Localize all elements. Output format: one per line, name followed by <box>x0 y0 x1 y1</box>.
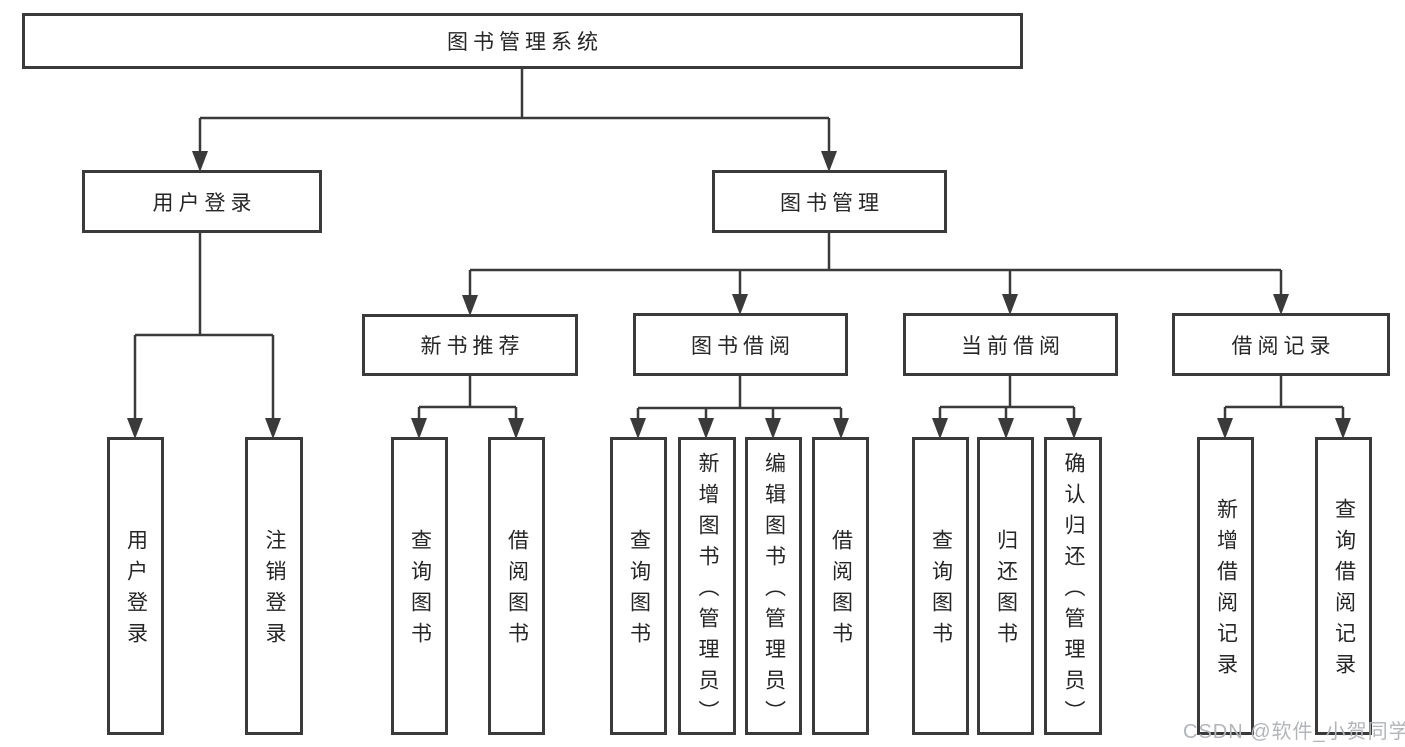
node-label-current-borrowing: 当前借阅 <box>961 334 1065 358</box>
branch-line-borrowing-records <box>1223 376 1345 423</box>
arrow-down-icon <box>765 418 781 439</box>
node-user-login: 用户登录 <box>82 170 322 233</box>
arrow-down-icon <box>462 295 478 316</box>
arrow-down-icon <box>821 151 837 172</box>
node-leaf-query-borrow-record: 查询借阅记录 <box>1315 437 1372 735</box>
arrow-down-icon <box>1066 418 1082 439</box>
node-label-book-borrowing: 图书借阅 <box>691 334 795 358</box>
node-borrowing-records: 借阅记录 <box>1172 313 1390 376</box>
node-leaf-edit-books: 编辑图书（管理员） <box>745 437 802 735</box>
node-leaf-borrow-books-2: 借阅图书 <box>812 437 869 735</box>
arrow-down-icon <box>630 418 646 439</box>
branch-line-root <box>198 69 831 156</box>
node-leaf-return-books: 归还图书 <box>977 437 1034 735</box>
node-label-leaf-edit-books: 编辑图书（管理员） <box>762 451 786 731</box>
node-label-leaf-query-books-1: 查询图书 <box>408 529 432 653</box>
node-label-leaf-query-books-3: 查询图书 <box>929 529 953 653</box>
arrow-down-icon <box>192 151 208 172</box>
node-label-leaf-borrow-books-1: 借阅图书 <box>505 529 529 653</box>
node-leaf-add-borrow-record: 新增借阅记录 <box>1197 437 1254 735</box>
node-leaf-confirm-return: 确认归还（管理员） <box>1044 437 1102 735</box>
node-book-management: 图书管理 <box>712 170 947 233</box>
arrow-down-icon <box>508 418 524 439</box>
node-leaf-logout: 注销登录 <box>245 437 303 735</box>
node-label-leaf-borrow-books-2: 借阅图书 <box>829 529 853 653</box>
node-label-leaf-add-borrow-record: 新增借阅记录 <box>1214 498 1238 684</box>
branch-line-new-book-recommend <box>417 376 518 423</box>
node-current-borrowing: 当前借阅 <box>903 313 1118 376</box>
watermark: CSDN @软件_小贺同学 <box>1183 721 1405 743</box>
node-label-leaf-logout: 注销登录 <box>263 529 286 653</box>
node-label-new-book-recommend: 新书推荐 <box>420 335 525 358</box>
node-leaf-query-books-2: 查询图书 <box>610 437 667 735</box>
node-label-leaf-query-borrow-record: 查询借阅记录 <box>1332 498 1356 684</box>
node-label-leaf-query-books-2: 查询图书 <box>627 529 651 653</box>
arrow-down-icon <box>698 418 714 439</box>
branch-line-user-login <box>133 233 275 423</box>
node-label-leaf-user-login: 用户登录 <box>124 529 148 653</box>
branch-line-book-management <box>468 233 1283 300</box>
node-label-root: 图书管理系统 <box>447 31 603 54</box>
node-root: 图书管理系统 <box>22 13 1023 69</box>
node-label-user-login: 用户登录 <box>152 191 257 215</box>
arrow-down-icon <box>1273 294 1289 315</box>
arrow-down-icon <box>411 418 427 439</box>
node-leaf-user-login: 用户登录 <box>107 437 164 735</box>
arrow-down-icon <box>1002 294 1018 315</box>
node-label-borrowing-records: 借阅记录 <box>1231 334 1336 358</box>
arrow-down-icon <box>932 418 948 439</box>
arrow-down-icon <box>1335 418 1351 439</box>
node-label-leaf-add-books: 新增图书（管理员） <box>696 451 719 731</box>
arrow-down-icon <box>265 418 281 439</box>
arrow-down-icon <box>732 294 748 315</box>
node-label-book-management: 图书管理 <box>780 191 884 215</box>
node-leaf-query-books-1: 查询图书 <box>391 437 448 735</box>
arrow-down-icon <box>1217 418 1233 439</box>
node-book-borrowing: 图书借阅 <box>633 313 848 376</box>
node-leaf-query-books-3: 查询图书 <box>912 437 969 735</box>
branch-line-current-borrowing <box>938 376 1076 423</box>
arrow-down-icon <box>998 418 1014 439</box>
node-new-book-recommend: 新书推荐 <box>362 314 578 376</box>
node-label-leaf-confirm-return: 确认归还（管理员） <box>1062 451 1085 731</box>
arrow-down-icon <box>833 418 849 439</box>
node-label-leaf-return-books: 归还图书 <box>994 529 1018 653</box>
arrow-down-icon <box>127 418 143 439</box>
node-leaf-add-books: 新增图书（管理员） <box>678 437 736 735</box>
branch-line-book-borrowing <box>636 376 843 423</box>
node-leaf-borrow-books-1: 借阅图书 <box>488 437 545 735</box>
